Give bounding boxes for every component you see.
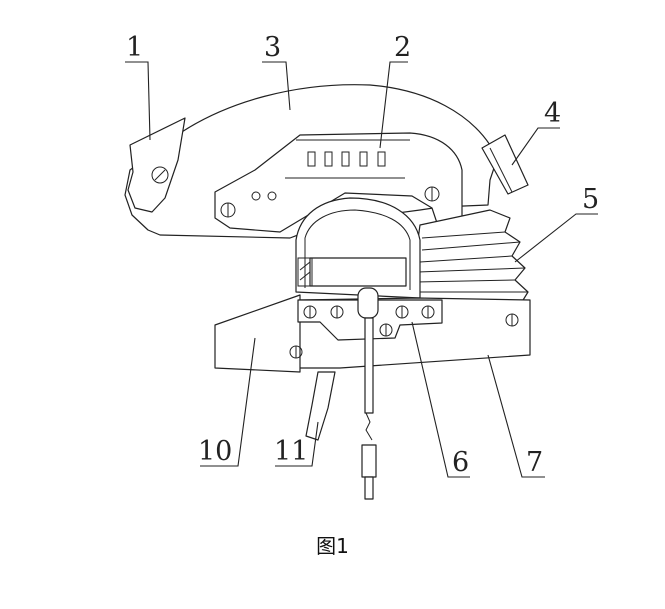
lower-strap xyxy=(305,371,336,441)
figure-caption: 图1 xyxy=(316,534,349,558)
callout-1: 1 xyxy=(126,32,143,63)
rail-slots xyxy=(307,151,386,167)
callout-5: 5 xyxy=(582,184,599,215)
rail-plate xyxy=(214,132,463,233)
bellows xyxy=(409,209,529,306)
cable-connector xyxy=(357,287,379,500)
callout-2: 2 xyxy=(394,32,411,63)
callout-4: 4 xyxy=(544,98,561,129)
callout-labels: 1 3 2 4 5 6 7 10 11 xyxy=(126,32,599,478)
callout-3: 3 xyxy=(264,32,281,63)
front-mount-bracket xyxy=(127,117,186,213)
rear-clip xyxy=(481,134,529,195)
side-panel xyxy=(214,294,301,373)
callout-11: 11 xyxy=(274,436,308,467)
leader-lines xyxy=(125,61,598,478)
callout-10: 10 xyxy=(198,436,232,467)
inner-opening xyxy=(295,197,421,299)
callout-7: 7 xyxy=(526,447,543,478)
callout-6: 6 xyxy=(452,447,469,478)
